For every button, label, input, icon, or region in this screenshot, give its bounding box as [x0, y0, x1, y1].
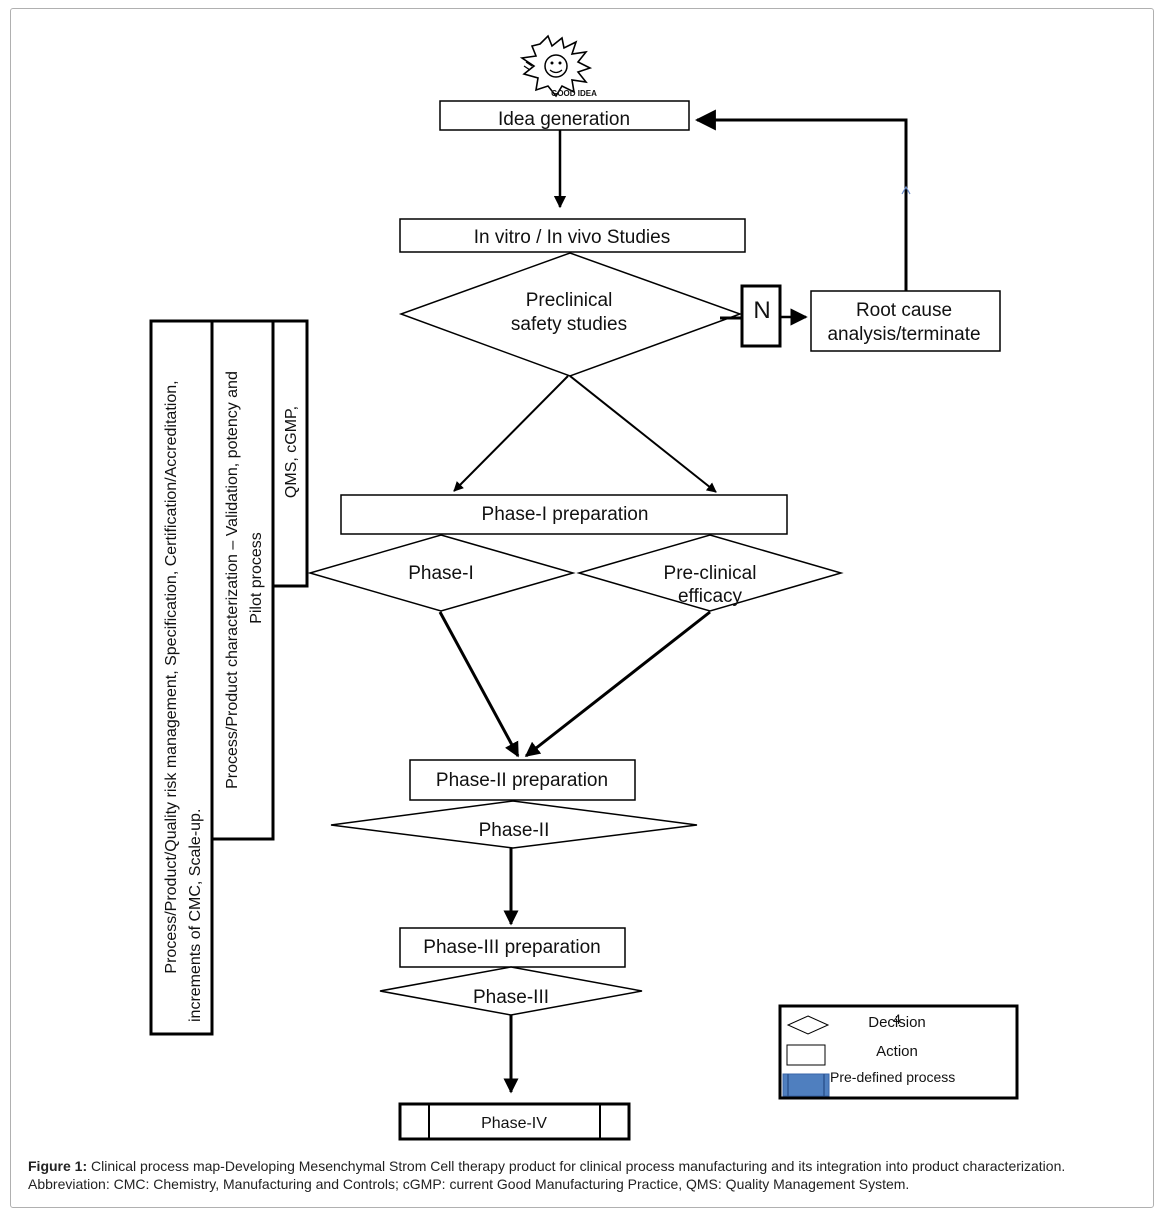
phase1-prep-label: Phase-I preparation [482, 504, 649, 525]
in-vitro-label: In vitro / In vivo Studies [474, 227, 670, 248]
side-bar-characterization-line1: Process/Product characterization – Valid… [224, 371, 241, 789]
in-vitro-box [399, 218, 746, 253]
arrow-efficacy-to-phase2 [524, 610, 711, 758]
phase4-box [398, 1102, 631, 1141]
side-bar-characterization-line2: Pilot process [248, 532, 265, 624]
caption-text: Clinical process map-Developing Mesenchy… [28, 1158, 1066, 1192]
caption-label: Figure 1: [28, 1158, 88, 1174]
preclinical-label-line1: Preclinical [526, 290, 613, 311]
phase2-label: Phase-II [479, 820, 550, 841]
phase2-diamond [330, 800, 698, 849]
phase2-prep-box [409, 759, 636, 801]
root-cause-line1: Root cause [856, 300, 952, 321]
feedback-arrow-to-idea [694, 109, 908, 291]
phase4-label: Phase-IV [481, 1115, 547, 1132]
side-bar-qms-label: QMS, cGMP, [283, 406, 300, 498]
figure-caption: Figure 1: Clinical process map-Developin… [28, 1157, 1143, 1193]
good-idea-logo: GOOD IDEA [519, 34, 597, 98]
preclinical-efficacy-line2: efficacy [678, 586, 743, 607]
preclinical-efficacy-line1: Pre-clinical [664, 563, 757, 584]
preclinical-label-line2: safety studies [511, 314, 627, 335]
side-bar-characterization [210, 319, 275, 841]
preclinical-efficacy-diamond [576, 534, 844, 612]
root-cause-line2: analysis/terminate [827, 324, 980, 345]
legend-action-label: Action [876, 1043, 918, 1060]
phase2-prep-label: Phase-II preparation [436, 770, 608, 791]
good-idea-logo-text: GOOD IDEA [551, 89, 597, 98]
side-bar-risk-line1: Process/Product/Quality risk management,… [163, 380, 180, 973]
legend-predefined-symbol [782, 1073, 830, 1097]
arrow-to-phase1-left [453, 375, 569, 492]
n-label: N [753, 297, 770, 324]
phase1-label: Phase-I [408, 563, 473, 584]
legend-decision-symbol [786, 1015, 830, 1035]
phase1-prep-box [340, 494, 788, 535]
arrow-phase1-to-phase2 [438, 611, 520, 758]
legend-decision-label: Decision [868, 1014, 926, 1031]
legend-stray-mark: 4 [893, 1011, 901, 1027]
phase3-prep-box [399, 927, 626, 968]
arrow-to-phase1-right [569, 375, 717, 493]
feedback-marker [901, 185, 911, 195]
idea-generation-label: Idea generation [498, 109, 630, 130]
side-bar-risk-management [149, 319, 214, 1036]
phase1-diamond [307, 534, 576, 612]
idea-generation-box [439, 100, 690, 131]
process-map: GOOD IDEA Idea generation In vitro / In … [149, 34, 1019, 1141]
phase3-prep-label: Phase-III preparation [423, 937, 600, 958]
side-bar-qms [271, 319, 309, 588]
phase3-label: Phase-III [473, 987, 549, 1008]
side-bar-risk-line2: increments of CMC, Scale-up. [187, 809, 204, 1022]
legend: Decision 4 Action Pre-defined process [778, 1004, 1019, 1100]
legend-predefined-label: Pre-defined process [830, 1069, 955, 1085]
legend-action-symbol [786, 1044, 826, 1066]
